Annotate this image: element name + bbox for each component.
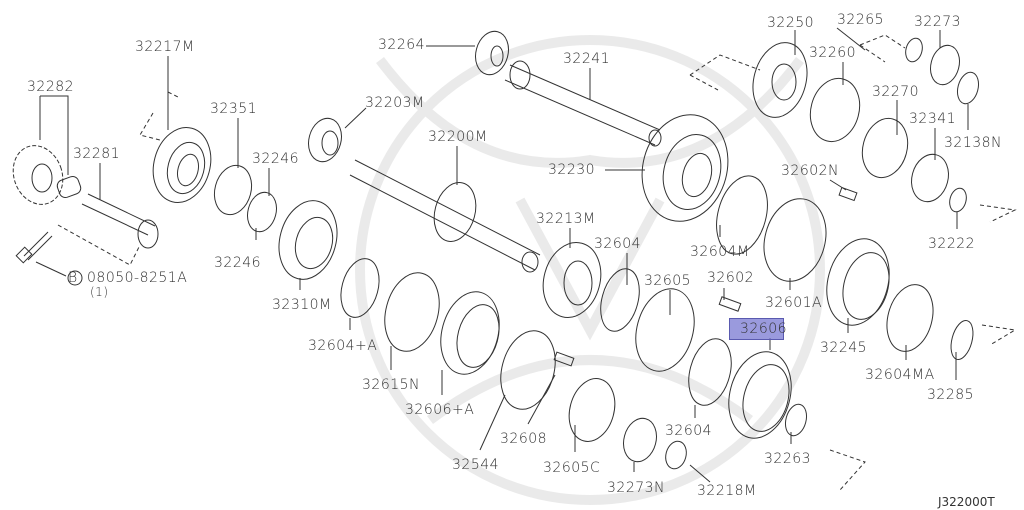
part-label-32213M[interactable]: 32213M bbox=[536, 211, 596, 227]
part-label-32602N[interactable]: 32602N bbox=[781, 163, 840, 179]
part-label-32602[interactable]: 32602 bbox=[707, 270, 755, 286]
part-label-32265[interactable]: 32265 bbox=[837, 12, 885, 28]
part-label-32263[interactable]: 32263 bbox=[764, 451, 812, 467]
part-label-32341[interactable]: 32341 bbox=[909, 111, 957, 127]
part-label-32310M[interactable]: 32310M bbox=[272, 297, 332, 313]
part-label-32351[interactable]: 32351 bbox=[210, 101, 258, 117]
part-label-32230[interactable]: 32230 bbox=[548, 162, 596, 178]
part-label-32222[interactable]: 32222 bbox=[928, 236, 976, 252]
part-label-32218M[interactable]: 32218M bbox=[697, 483, 757, 499]
part-label-32217M[interactable]: 32217M bbox=[135, 39, 195, 55]
part-label-32605C[interactable]: 32605C bbox=[543, 460, 601, 476]
part-label-32246a[interactable]: 32246 bbox=[252, 151, 300, 167]
part-label-32138N[interactable]: 32138N bbox=[944, 135, 1003, 151]
part-label-32250[interactable]: 32250 bbox=[767, 15, 815, 31]
part-label-32246b[interactable]: 32246 bbox=[214, 255, 262, 271]
part-label-32200M[interactable]: 32200M bbox=[428, 129, 488, 145]
bolt-ref-part-number[interactable]: 08050-8251A bbox=[87, 270, 188, 286]
part-label-32604M[interactable]: 32604M bbox=[690, 244, 750, 260]
part-label-32604MA[interactable]: 32604MA bbox=[865, 367, 935, 383]
part-label-32605[interactable]: 32605 bbox=[644, 273, 692, 289]
bolt-ref-quantity: (1) bbox=[90, 285, 109, 299]
part-label-32604a[interactable]: 32604 bbox=[594, 236, 642, 252]
watermark-emblem bbox=[355, 35, 825, 505]
bolt-ref-symbol: B bbox=[68, 270, 78, 286]
part-label-32604+A[interactable]: 32604+A bbox=[308, 338, 378, 354]
part-label-32281[interactable]: 32281 bbox=[73, 146, 121, 162]
selected-part-highlight bbox=[729, 318, 784, 340]
part-label-32273N[interactable]: 32273N bbox=[607, 480, 666, 496]
part-label-32604b[interactable]: 32604 bbox=[665, 423, 713, 439]
part-label-32241[interactable]: 32241 bbox=[563, 51, 611, 67]
part-label-32273[interactable]: 32273 bbox=[914, 14, 962, 30]
part-label-32608[interactable]: 32608 bbox=[500, 431, 548, 447]
part-label-32264[interactable]: 32264 bbox=[378, 37, 426, 53]
part-label-32270[interactable]: 32270 bbox=[872, 84, 920, 100]
part-label-32203M[interactable]: 32203M bbox=[365, 95, 425, 111]
part-label-32260[interactable]: 32260 bbox=[809, 45, 857, 61]
part-label-32615N[interactable]: 32615N bbox=[362, 377, 421, 393]
part-label-32282[interactable]: 32282 bbox=[27, 79, 75, 95]
part-label-32245[interactable]: 32245 bbox=[820, 340, 868, 356]
part-label-32606+A[interactable]: 32606+A bbox=[405, 402, 475, 418]
part-label-32601A[interactable]: 32601A bbox=[765, 295, 823, 311]
part-label-32285[interactable]: 32285 bbox=[927, 387, 975, 403]
part-label-32606[interactable]: 32606 bbox=[740, 321, 788, 337]
diagram-code: J322000T bbox=[938, 495, 995, 509]
part-label-32544[interactable]: 32544 bbox=[452, 457, 500, 473]
